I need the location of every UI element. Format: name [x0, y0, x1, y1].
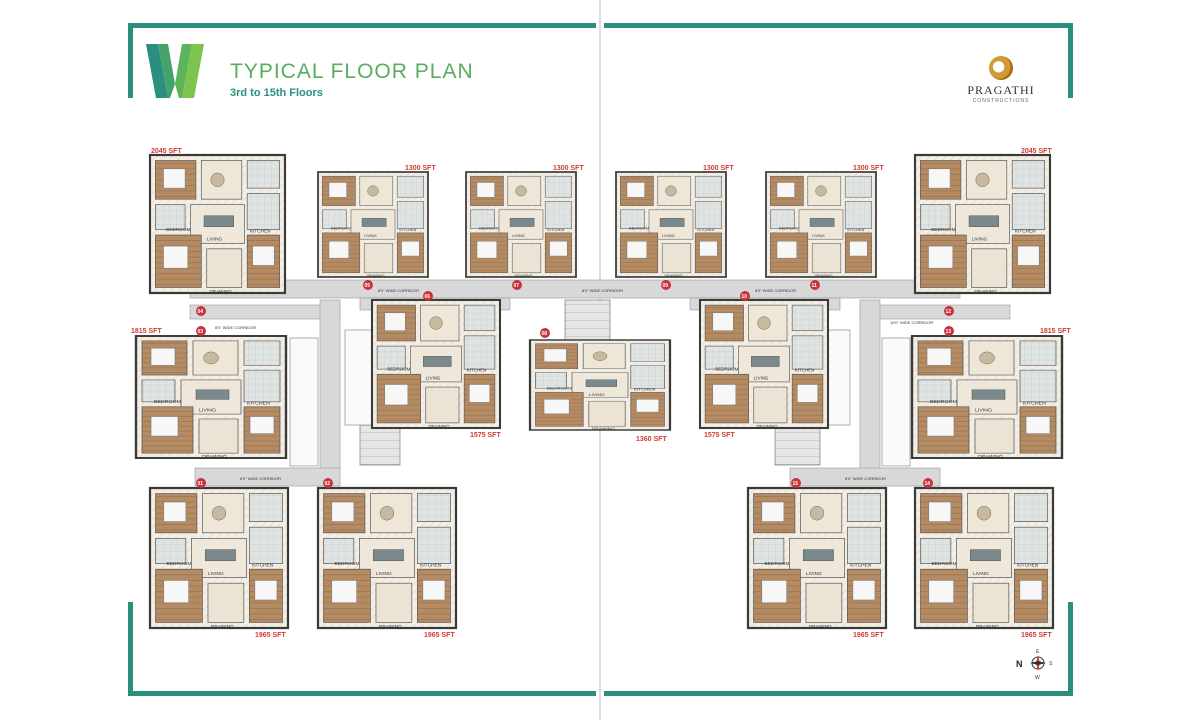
unit-12-plan	[913, 153, 1052, 297]
unit-badge-14: 14	[925, 481, 931, 487]
page-subtitle: 3rd to 15th Floors	[230, 87, 323, 99]
unit-badge-04: 04	[198, 309, 204, 315]
brand-name: PRAGATHI	[967, 83, 1035, 97]
area-label-1965-c: 1965 SFT	[853, 632, 884, 639]
unit-07-plan	[465, 171, 577, 279]
frame-top-left	[128, 23, 596, 28]
area-label-1300-c: 1300 SFT	[703, 165, 734, 172]
compass-n: N	[1016, 659, 1023, 669]
unit-badge-13: 13	[946, 329, 952, 335]
area-label-1300-b: 1300 SFT	[553, 165, 584, 172]
unit-badges: 01 02 03 04 05 06 07 08 09 10 11 12 13 1…	[196, 280, 954, 488]
corridor-label: 8'0" WIDE CORRIDOR	[755, 288, 796, 293]
area-label-2045-left: 2045 SFT	[151, 148, 182, 155]
unit-badge-03: 03	[198, 329, 204, 335]
unit-badge-02: 02	[325, 481, 331, 487]
frame-left-bottom	[128, 602, 133, 696]
unit-badge-09: 09	[663, 283, 669, 289]
unit-15-plan	[746, 486, 888, 632]
frame-right-bottom	[1068, 602, 1073, 696]
unit-04-plan	[148, 153, 287, 297]
unit-08-plan	[528, 338, 672, 432]
unit-badge-05: 05	[365, 283, 371, 289]
area-label-1965-a: 1965 SFT	[255, 632, 286, 639]
frame-bottom-left	[128, 691, 596, 696]
unit-11-plan	[765, 171, 877, 279]
area-label-1815-left: 1815 SFT	[131, 328, 162, 335]
unit-badge-01: 01	[198, 481, 204, 487]
brand-emblem-icon	[989, 56, 1013, 80]
unit-badge-08: 08	[542, 331, 548, 337]
compass-w: W	[1035, 675, 1040, 681]
corridor-label: 8'0" WIDE CORRIDOR	[215, 325, 256, 330]
area-label-1965-d: 1965 SFT	[1021, 632, 1052, 639]
unit-10-plan	[698, 298, 830, 431]
area-label-1965-b: 1965 SFT	[424, 632, 455, 639]
page-title: TYPICAL FLOOR PLAN	[230, 60, 474, 83]
corridor-label: 8'0" WIDE CORRIDOR	[582, 288, 623, 293]
brand-logo: PRAGATHI CONSTRUCTIONS	[964, 56, 1038, 104]
area-label-1360: 1360 SFT	[636, 436, 667, 443]
unit-13-plan	[910, 334, 1064, 461]
area-label-1575-left: 1575 SFT	[470, 432, 501, 439]
unit-14-plan	[913, 486, 1055, 632]
unit-02-plan	[316, 486, 458, 632]
unit-badge-11: 11	[812, 283, 818, 289]
unit-03-plan	[134, 334, 288, 461]
unit-badge-12: 12	[946, 309, 952, 315]
area-label-1575-right: 1575 SFT	[704, 432, 735, 439]
unit-badge-07: 07	[514, 283, 520, 289]
unit-05-plan	[317, 171, 429, 279]
compass-s: S	[1049, 661, 1053, 667]
unit-01-plan	[148, 486, 290, 632]
compass-icon: N E S W	[1016, 649, 1053, 681]
corridor-label: 8'0" WIDE CORRIDOR	[378, 288, 419, 293]
area-label-1300-d: 1300 SFT	[853, 165, 884, 172]
unit-badge-06: 06	[425, 294, 431, 300]
unit-06-plan	[370, 298, 502, 431]
project-logo-w	[146, 44, 204, 98]
frame-left-top	[128, 23, 133, 98]
unit-badge-15: 15	[793, 481, 799, 487]
compass-e: E	[1036, 649, 1040, 655]
brand-sub: CONSTRUCTIONS	[972, 98, 1030, 104]
area-label-1815-right: 1815 SFT	[1040, 328, 1071, 335]
frame-right-top	[1068, 23, 1073, 98]
corridor-label: 8'0" WIDE CORRIDOR	[240, 476, 281, 481]
area-label-2045-right: 2045 SFT	[1021, 148, 1052, 155]
frame-top-right	[604, 23, 1073, 28]
area-label-1300-a: 1300 SFT	[405, 165, 436, 172]
corridor-label: 10'0" WIDE CORRIDOR	[890, 320, 933, 325]
unit-09-plan	[615, 171, 727, 279]
frame-bottom-right	[604, 691, 1073, 696]
unit-badge-10: 10	[742, 294, 748, 300]
corridor-label: 8'0" WIDE CORRIDOR	[845, 476, 886, 481]
